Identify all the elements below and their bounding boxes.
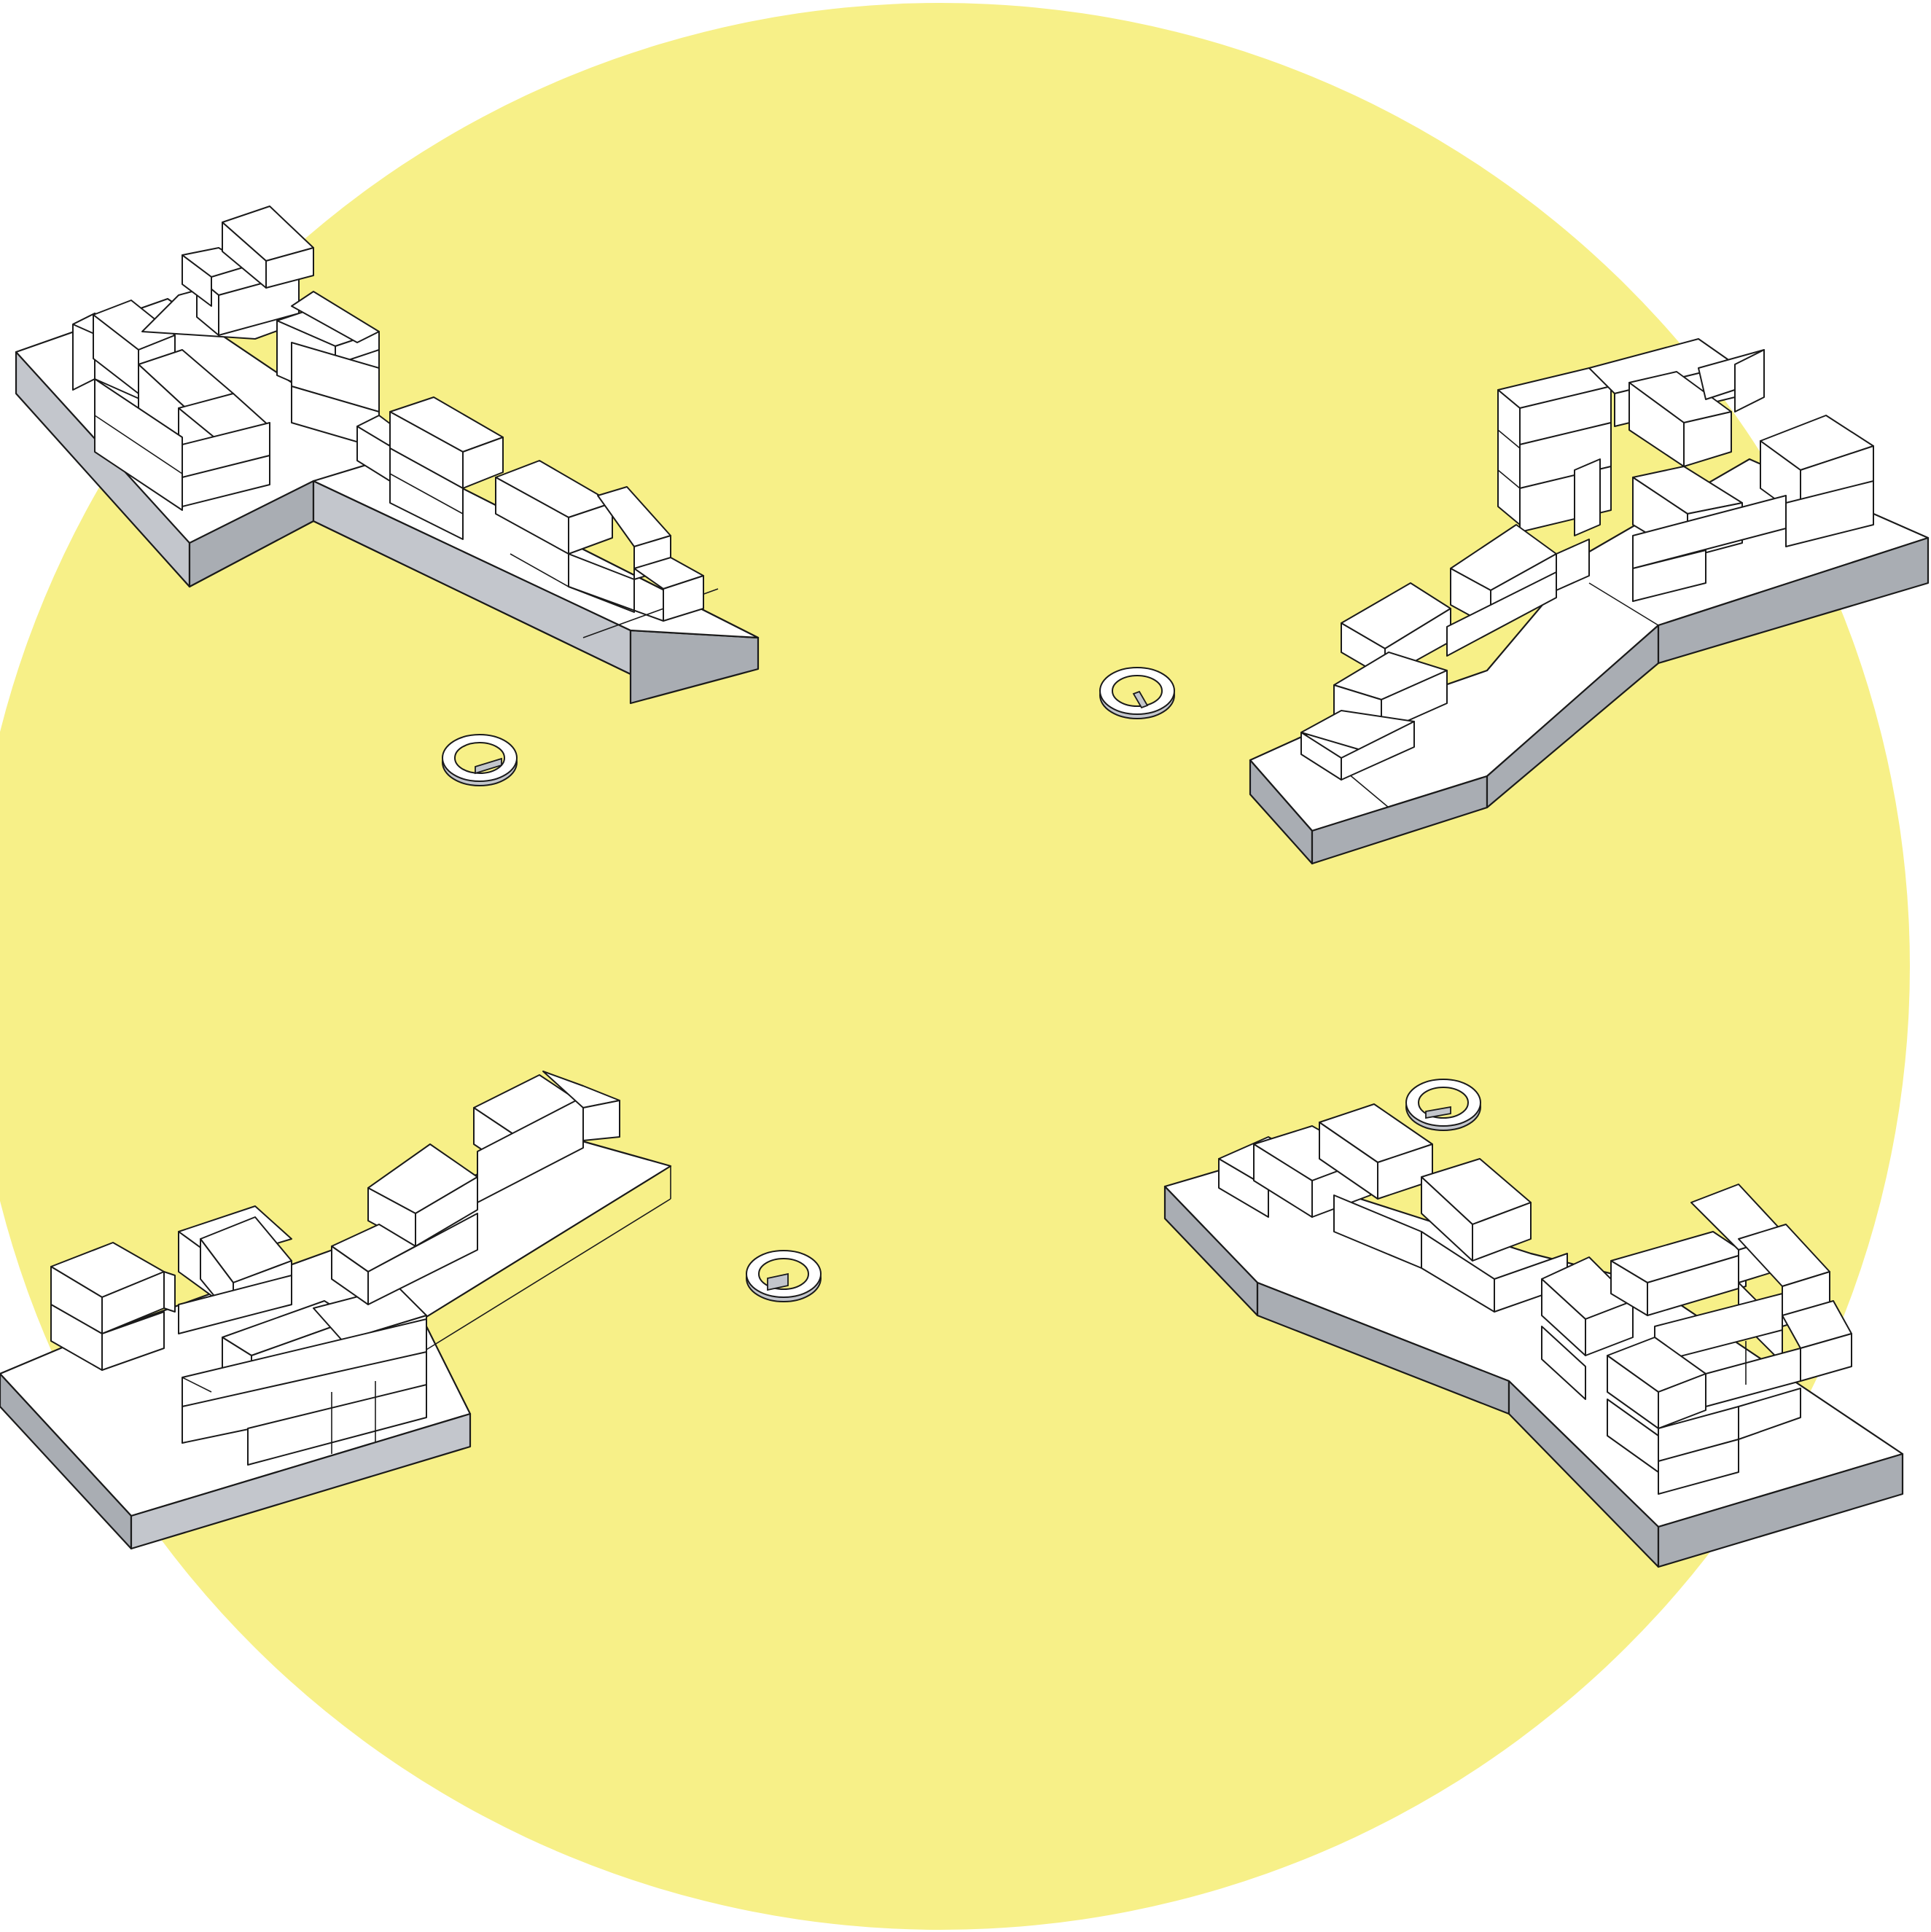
- marker-1: [442, 735, 517, 786]
- ring-marker-icon: [1406, 1079, 1481, 1130]
- ring-marker-icon: [442, 735, 517, 786]
- marker-2: [1100, 668, 1174, 719]
- ring-marker-icon: [746, 1251, 821, 1302]
- marker-4: [1406, 1079, 1481, 1130]
- ring-marker-icon: [1100, 668, 1174, 719]
- marker-3: [746, 1251, 821, 1302]
